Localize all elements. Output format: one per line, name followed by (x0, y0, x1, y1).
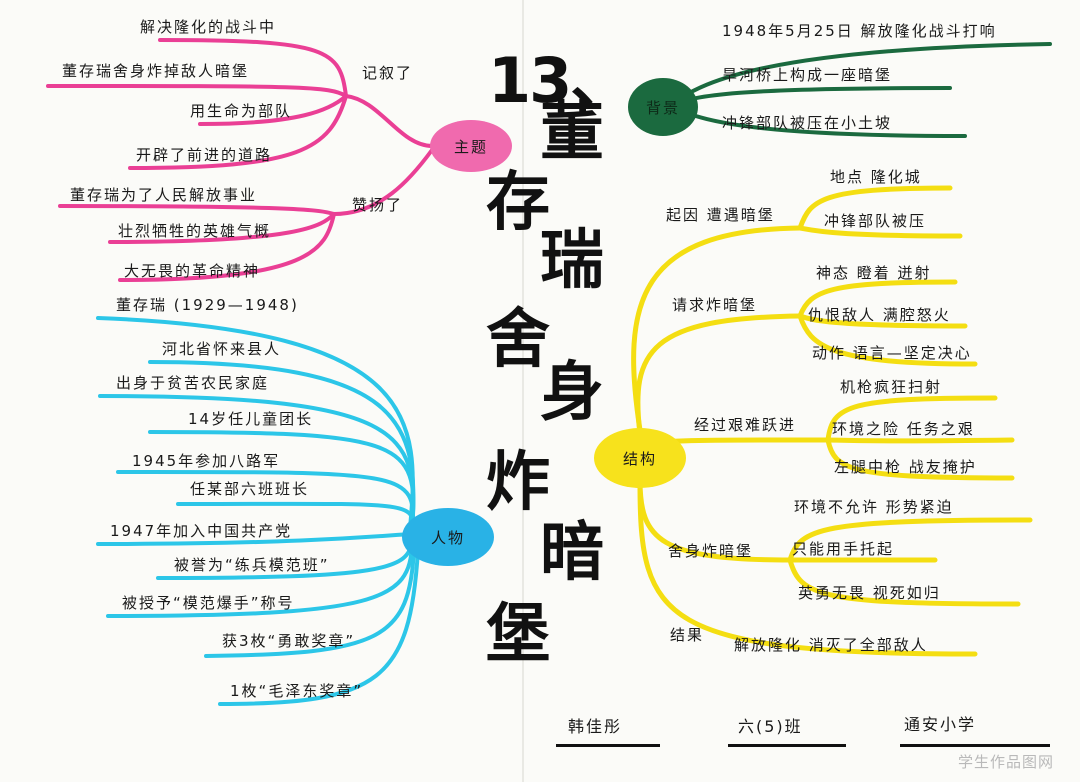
name-underline (556, 744, 660, 747)
person-item: 河北省怀来县人 (162, 340, 282, 358)
person-item: 1945年参加八路军 (132, 452, 281, 470)
structure-branch (825, 437, 1015, 444)
theme-item: 解决隆化的战斗中 (140, 18, 277, 36)
theme-branch (118, 212, 336, 282)
theme-group1-label: 记叙了 (362, 64, 414, 82)
theme-branch (198, 94, 348, 126)
class-underline (728, 744, 846, 747)
structure-item: 英勇无畏 视死如归 (798, 584, 941, 602)
structure-section-label: 经过艰难跃进 (694, 416, 797, 434)
structure-branch (797, 225, 963, 239)
theme-item: 开辟了前进的道路 (136, 146, 273, 164)
person-branch (116, 469, 415, 530)
structure-item: 动作 语言—坚定决心 (812, 344, 972, 362)
background-branch (662, 86, 952, 108)
person-branch (218, 548, 420, 706)
theme-branch-lines (46, 38, 434, 282)
person-branch (106, 542, 414, 618)
structure-branch (825, 437, 1015, 481)
title-char-1: 董 (540, 96, 604, 170)
structure-branch (657, 437, 831, 445)
structure-branch (825, 395, 998, 443)
title-char-6: 炸 (486, 446, 550, 520)
person-item: 董存瑞 (1929—1948) (116, 296, 299, 314)
theme-branch (108, 212, 336, 244)
structure-branch (635, 313, 803, 437)
structure-branch (787, 517, 1033, 563)
theme-branch (344, 94, 434, 148)
title-char-8: 堡 (486, 598, 550, 672)
theme-item: 用生命为部队 (190, 102, 293, 120)
person-item: 1947年加入中国共产党 (110, 522, 293, 540)
structure-branch (787, 557, 1021, 607)
title-char-3: 瑞 (540, 224, 604, 298)
structure-branch (631, 225, 803, 433)
background-node: 背景 (628, 78, 698, 136)
structure-item: 冲锋部队被压 (824, 212, 927, 230)
school-name: 通安小学 (904, 715, 977, 734)
person-item: 出身于贫苦农民家庭 (116, 374, 270, 392)
structure-section-label: 结果 (670, 626, 705, 644)
person-item: 获3枚“勇敢奖章” (222, 632, 356, 650)
theme-item: 壮烈牺牲的英雄气概 (118, 222, 272, 240)
person-branch (204, 546, 416, 658)
theme-branch (128, 94, 348, 170)
title-char-4: 舍 (486, 303, 550, 377)
structure-item: 只能用手托起 (792, 540, 895, 558)
structure-section-label: 请求炸暗堡 (672, 296, 758, 314)
theme-item: 董存瑞为了人民解放事业 (70, 186, 258, 204)
background-item: 冲锋部队被压在小土坡 (722, 114, 893, 132)
structure-branch (797, 185, 953, 231)
person-item: 1枚“毛泽东奖章” (230, 682, 364, 700)
theme-item: 大无畏的革命精神 (124, 262, 261, 280)
lesson-number: 13、 (488, 44, 632, 117)
title-char-7: 暗 (540, 516, 604, 590)
theme-branch (46, 84, 348, 98)
theme-branch (58, 204, 336, 216)
person-node: 人物 (402, 508, 494, 566)
background-item: 1948年5月25日 解放隆化战斗打响 (722, 22, 997, 40)
person-branch (96, 532, 412, 546)
person-item: 被誉为“练兵模范班” (174, 556, 330, 574)
theme-branch (332, 148, 434, 216)
theme-item: 董存瑞舍身炸掉敌人暗堡 (62, 62, 250, 80)
structure-item: 环境不允许 形势紧迫 (794, 498, 954, 516)
theme-group2-label: 赞扬了 (352, 196, 404, 214)
structure-branch (797, 313, 978, 367)
background-item: 旱河桥上构成一座暗堡 (722, 66, 893, 84)
school-underline (900, 744, 1050, 747)
person-item: 被授予“模范爆手”称号 (122, 594, 295, 612)
structure-item: 地点 隆化城 (830, 168, 922, 186)
student-class: 六(5)班 (738, 717, 803, 736)
title-char-5: 身 (540, 356, 604, 430)
person-branch (148, 430, 416, 530)
person-item: 任某部六班班长 (190, 480, 310, 498)
structure-section-label: 起因 遭遇暗堡 (666, 206, 775, 224)
structure-branch (797, 313, 968, 329)
structure-item: 仇恨敌人 满腔怒火 (808, 306, 951, 324)
structure-item: 神态 瞪着 迸射 (816, 264, 932, 282)
structure-item: 解放隆化 消灭了全部敌人 (734, 636, 928, 654)
structure-branch (797, 279, 958, 319)
page-fold (522, 0, 524, 782)
theme-node: 主题 (430, 120, 512, 172)
structure-item: 左腿中枪 战友掩护 (834, 458, 977, 476)
structure-section-label: 舍身炸暗堡 (668, 542, 754, 560)
structure-node: 结构 (594, 428, 686, 488)
student-name: 韩佳彤 (568, 717, 623, 736)
person-branch-lines (96, 316, 420, 706)
structure-branch (637, 481, 978, 657)
person-item: 14岁任儿童团长 (188, 410, 314, 428)
structure-item: 机枪疯狂扫射 (840, 378, 943, 396)
structure-branch-lines (631, 185, 1033, 657)
structure-item: 环境之险 任务之艰 (832, 420, 975, 438)
theme-branch (158, 38, 348, 98)
watermark: 学生作品图网 (957, 753, 1054, 771)
title-char-2: 存 (486, 166, 550, 240)
